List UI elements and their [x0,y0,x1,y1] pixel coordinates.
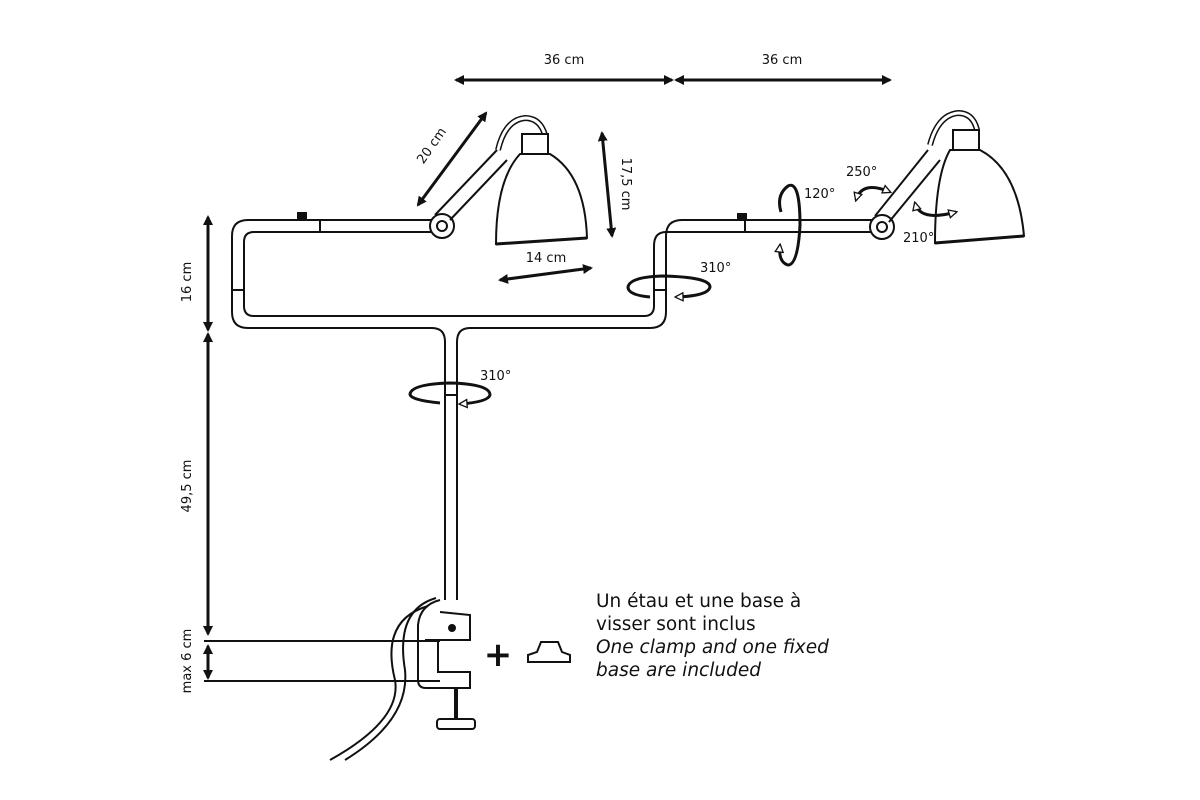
dimension-arrows [203,75,892,680]
right-lamp-head [869,109,1026,245]
width-left-label: 36 cm [544,53,585,68]
crossbar-drop-label: 16 cm [180,262,195,303]
head-rotation-label: 210° [903,231,934,246]
note-fr-line-1: Un étau et une base à [596,591,802,612]
right-arm-tube [470,219,880,329]
included-items-note: Un étau et une base à visser sont inclus… [596,590,829,682]
column-pivot-label: 310° [480,369,511,384]
head-swivel-label: 250° [846,165,877,180]
shade-height-label: 17,5 cm [618,158,633,211]
column-height-label: 49,5 cm [180,460,195,513]
right-arm-pivot-label: 310° [700,261,731,276]
plus-symbol: + [484,635,513,675]
fixed-base-icon [527,641,571,663]
rotation-indicators [408,183,956,404]
width-right-label: 36 cm [762,53,803,68]
upper-arm-label: 20 cm [414,125,450,167]
note-fr-line-2: visser sont inclus [596,614,756,635]
clamp [329,597,476,761]
shade-diameter-label: 14 cm [526,251,567,266]
left-arm-tube [231,219,446,600]
left-lamp-head [429,114,589,246]
lamp-structure [231,212,880,600]
note-en-line-2: base are included [596,660,761,681]
shade-height-arrow [597,131,617,238]
upper-arm-arrow [416,111,488,207]
clamp-max-label: max 6 cm [180,629,195,694]
shade-tilt-label: 120° [804,187,835,202]
note-en-line-1: One clamp and one fixed [596,637,829,658]
shade-diameter-arrow [498,264,593,284]
